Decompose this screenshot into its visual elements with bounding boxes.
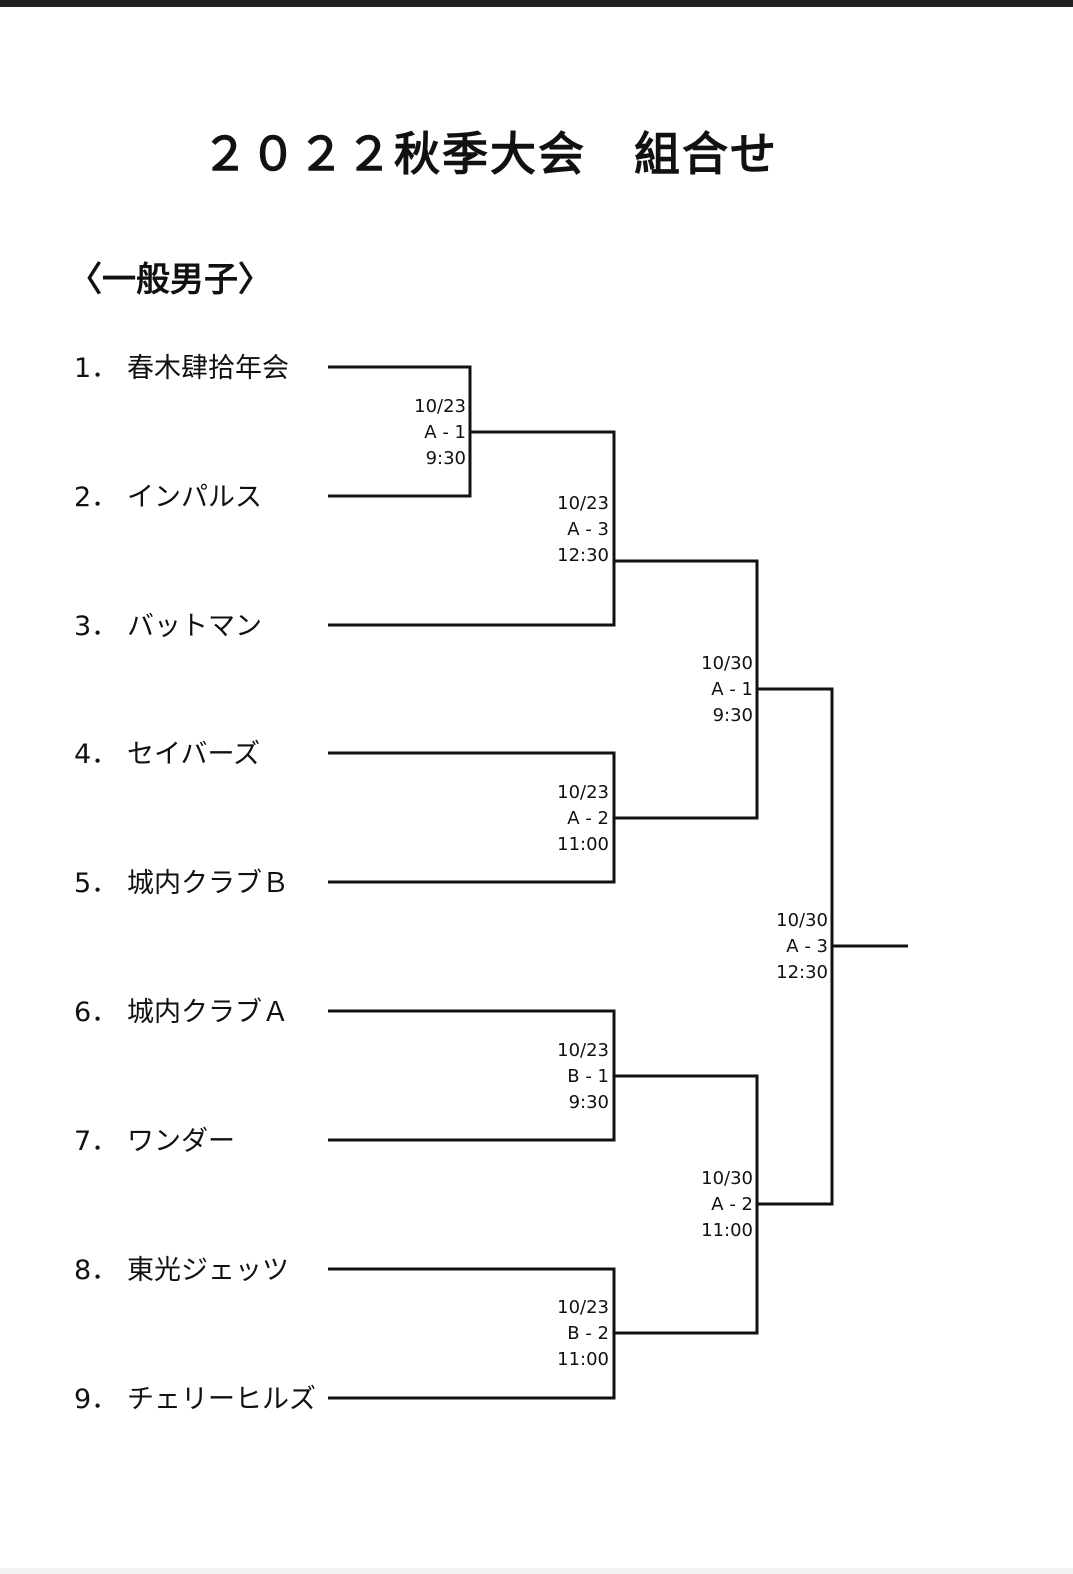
match-label-m1: 10/23 A - 1 9:30 xyxy=(414,396,466,469)
category-heading: 〈一般男子〉 xyxy=(68,260,272,300)
match-label-m4: 10/23 B - 1 9:30 xyxy=(557,1040,609,1113)
match-date: 10/23 xyxy=(557,493,609,514)
match-date: 10/30 xyxy=(701,653,753,674)
team-name: ワンダー xyxy=(127,1126,235,1157)
match-time: 11:00 xyxy=(557,834,609,855)
match-date: 10/23 xyxy=(414,396,466,417)
match-date: 10/23 xyxy=(557,1040,609,1061)
team-number: 4． xyxy=(74,739,118,770)
match-code: A - 1 xyxy=(711,679,753,700)
match-label-m5: 10/23 B - 2 11:00 xyxy=(557,1297,609,1370)
match-code: A - 2 xyxy=(711,1194,753,1215)
team-name: 春木肆拾年会 xyxy=(127,353,289,384)
team-list: 1． 春木肆拾年会 2． インパルス 3． バットマン 4． セイバーズ 5． 城内クラブＢ 6． 城… xyxy=(74,353,316,1415)
match-date: 10/23 xyxy=(557,1297,609,1318)
team-number: 8． xyxy=(74,1255,118,1286)
match-time: 9:30 xyxy=(426,448,466,469)
match-time: 11:00 xyxy=(557,1349,609,1370)
match-time: 12:30 xyxy=(776,962,828,983)
match-code: B - 1 xyxy=(567,1066,609,1087)
team-number: 5． xyxy=(74,868,118,899)
match-date: 10/23 xyxy=(557,782,609,803)
bracket-lines xyxy=(328,365,908,1400)
team-number: 1． xyxy=(74,353,118,384)
top-bar xyxy=(0,0,1073,7)
match-label-m6: 10/30 A - 1 9:30 xyxy=(701,653,753,726)
team-name: バットマン xyxy=(127,611,262,642)
match-code: B - 2 xyxy=(567,1323,609,1344)
team-name: 城内クラブＢ xyxy=(127,868,289,899)
match-time: 9:30 xyxy=(713,705,753,726)
team-name: インパルス xyxy=(127,482,262,513)
match-label-m7: 10/30 A - 2 11:00 xyxy=(701,1168,753,1241)
match-time: 11:00 xyxy=(701,1220,753,1241)
match-date: 10/30 xyxy=(701,1168,753,1189)
team-number: 2． xyxy=(74,482,118,513)
page-title: ２０２２秋季大会 組合せ xyxy=(202,127,778,181)
team-number: 3． xyxy=(74,611,118,642)
match-code: A - 2 xyxy=(567,808,609,829)
match-code: A - 3 xyxy=(567,519,609,540)
match-m2-lines xyxy=(328,430,616,627)
match-time: 9:30 xyxy=(569,1092,609,1113)
match-code: A - 1 xyxy=(424,422,466,443)
team-number: 6． xyxy=(74,997,118,1028)
match-time: 12:30 xyxy=(557,545,609,566)
team-number: 9． xyxy=(74,1384,118,1415)
match-label-m3: 10/23 A - 2 11:00 xyxy=(557,782,609,855)
team-name: セイバーズ xyxy=(127,739,260,770)
match-date: 10/30 xyxy=(776,910,828,931)
team-name: 城内クラブＡ xyxy=(127,997,289,1028)
match-label-m2: 10/23 A - 3 12:30 xyxy=(557,493,609,566)
match-label-m8: 10/30 A - 3 12:30 xyxy=(776,910,828,983)
bottom-bar xyxy=(0,1568,1073,1574)
team-name: チェリーヒルズ xyxy=(127,1384,316,1415)
team-name: 東光ジェッツ xyxy=(127,1255,289,1286)
team-number: 7． xyxy=(74,1126,118,1157)
match-code: A - 3 xyxy=(786,936,828,957)
